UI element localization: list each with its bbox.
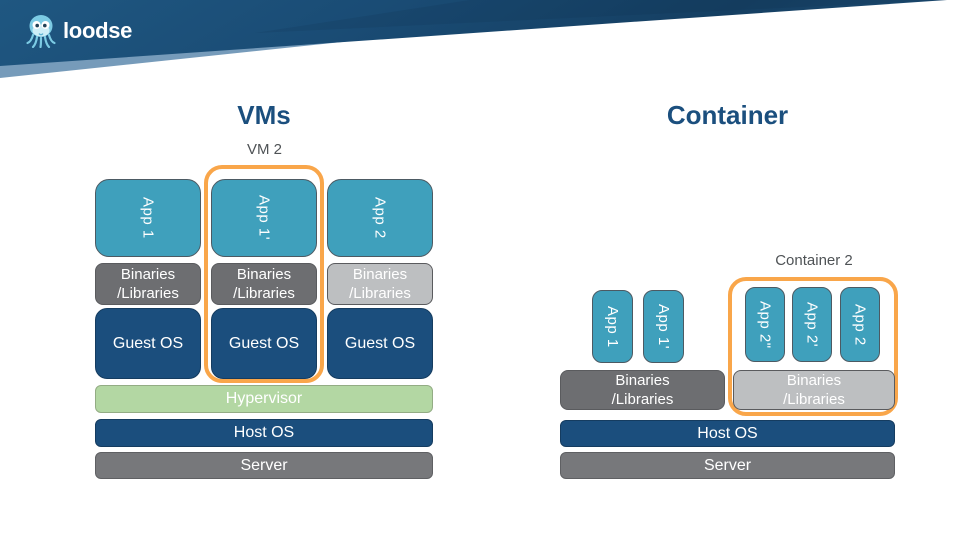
hypervisor-bar: Hypervisor (95, 385, 433, 413)
vm-guest-os-box: Guest OS (211, 308, 317, 379)
container-app-label: App 1 (604, 305, 621, 348)
vm-app-box: App 1' (211, 179, 317, 257)
header-facet-lower (0, 38, 380, 78)
vm-app-box: App 2 (327, 179, 433, 257)
vm2-label: VM 2 (246, 141, 282, 158)
container-binaries-box: Binaries /Libraries (560, 370, 725, 410)
vm-app-label: App 2 (371, 197, 389, 239)
vm-binaries-box: Binaries /Libraries (211, 263, 317, 305)
server-bar: Server (560, 452, 895, 479)
container-app-box: App 2 (840, 287, 880, 362)
container-app-label: App 2" (756, 300, 774, 349)
container2-outline (728, 277, 898, 416)
container-app-box: App 1 (592, 290, 633, 363)
vm2-outline (204, 165, 324, 383)
vm-app-box: App 1 (95, 179, 201, 257)
brand-name: loodse (63, 18, 133, 43)
host-os-bar: Host OS (560, 420, 895, 447)
vm-guest-os-box: Guest OS (327, 308, 433, 379)
vm-app-label: App 1 (139, 197, 157, 239)
container-app-box: App 2' (792, 287, 832, 362)
container-app-label: App 2' (803, 301, 821, 348)
container2-label: Container 2 (775, 252, 853, 269)
header-facet-dark (255, 0, 947, 33)
header-band (0, 0, 947, 78)
host-os-bar: Host OS (95, 419, 433, 447)
vm-guest-os-box: Guest OS (95, 308, 201, 379)
vm-app-label: App 1' (255, 195, 273, 241)
vm-binaries-box: Binaries /Libraries (327, 263, 433, 305)
container-app-box: App 2" (745, 287, 785, 362)
container-app-label: App 2 (851, 303, 869, 346)
server-bar: Server (95, 452, 433, 479)
vm-title: VMs (237, 100, 291, 130)
header-main-shape (0, 0, 947, 66)
vm-binaries-box: Binaries /Libraries (95, 263, 201, 305)
container-app-box: App 1' (643, 290, 684, 363)
loodse-logo: loodse (26, 14, 132, 48)
octopus-icon (26, 15, 56, 48)
container-title: Container (666, 100, 789, 130)
container-app-label: App 1' (655, 303, 672, 350)
container-binaries-box: Binaries /Libraries (733, 370, 895, 410)
